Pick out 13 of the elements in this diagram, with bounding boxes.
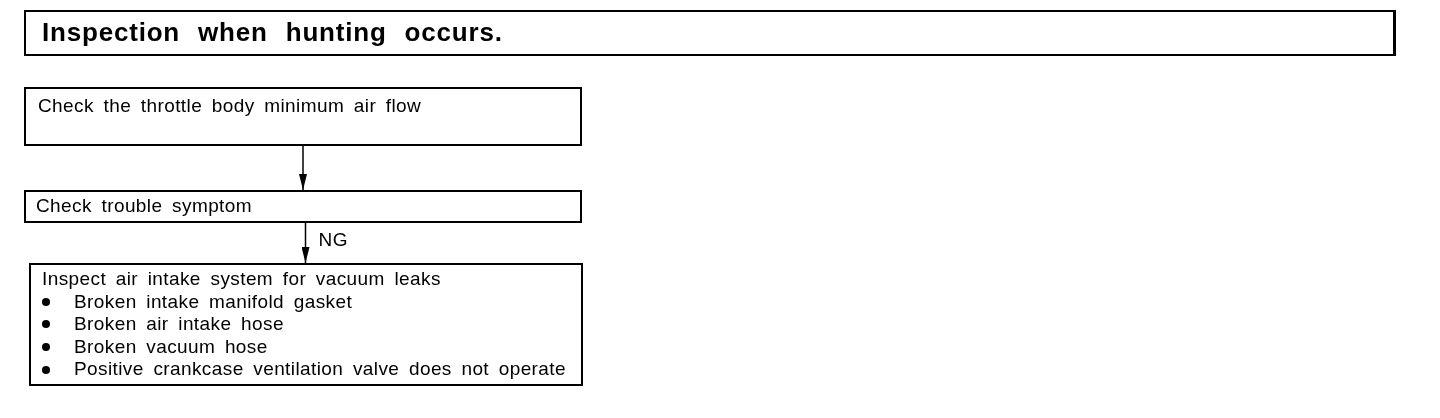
- step-text: Check the throttle body minimum air flow: [38, 95, 422, 118]
- list-item-text: Broken intake manifold gasket: [74, 290, 353, 314]
- process-box: [29, 263, 583, 386]
- list-item-text: Positive crankcase ventilation valve does not operate: [74, 358, 566, 381]
- list-item-text: Broken vacuum hose: [74, 335, 268, 359]
- title-text: Inspection when hunting occurs.: [42, 18, 503, 48]
- step-heading: Inspect air intake system for vacuum leaks: [42, 268, 441, 291]
- process-box: [24, 87, 582, 146]
- process-box: [24, 190, 582, 223]
- arrow: [299, 145, 307, 191]
- step-text: Check trouble symptom: [36, 195, 252, 218]
- arrow: [301, 220, 310, 264]
- list-item-text: Broken air intake hose: [74, 313, 284, 336]
